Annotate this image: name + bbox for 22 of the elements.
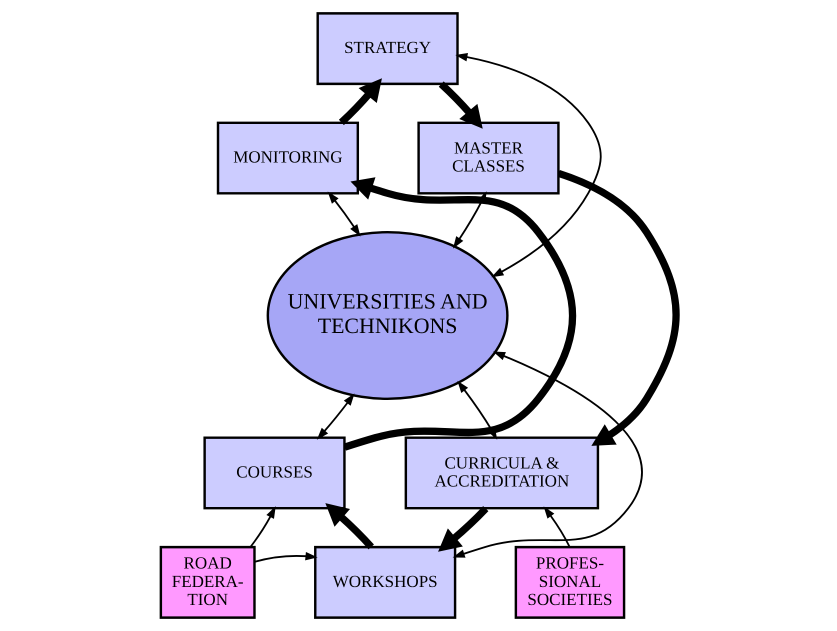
node-box: ROAD FEDERA- TION	[160, 546, 256, 619]
arrow	[254, 552, 318, 563]
arrow	[250, 506, 276, 548]
arrow	[452, 352, 642, 558]
arrow	[328, 192, 360, 237]
arrow	[438, 81, 483, 129]
node-box: COURSES	[203, 436, 346, 510]
node-box: WORKSHOPS	[314, 546, 456, 619]
node-box: STRATEGY	[316, 12, 459, 86]
arrow	[344, 177, 576, 451]
node-box: PROFES- SIONAL SOCIETIES	[514, 546, 626, 619]
node-box: MASTER CLASSES	[417, 122, 560, 195]
arrow	[558, 170, 680, 446]
node-ellipse: UNIVERSITIES AND TECHNIKONS	[266, 231, 509, 400]
arrow	[325, 503, 374, 550]
node-box: MONITORING	[216, 122, 360, 195]
arrow	[316, 393, 355, 440]
arrow	[338, 78, 382, 126]
arrow	[455, 52, 602, 278]
arrow	[438, 506, 488, 552]
node-box: CURRICULA & ACCREDITATION	[404, 436, 600, 510]
arrow	[544, 506, 570, 548]
